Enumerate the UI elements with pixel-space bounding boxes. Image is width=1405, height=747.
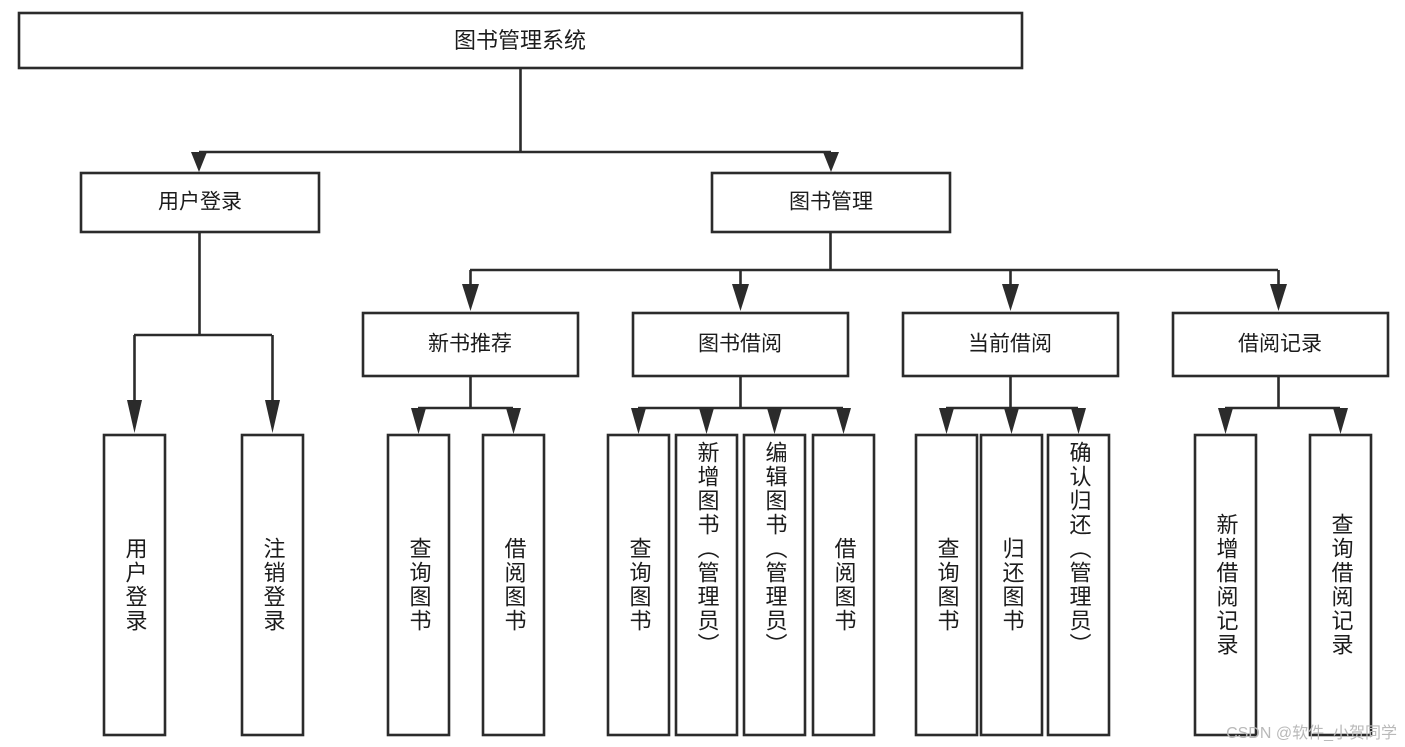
node-leaf-borrow-book-1[interactable] — [481, 433, 546, 737]
node-book-borrow[interactable]: 图书借阅 — [631, 311, 850, 378]
arrowhead-leaf-add-record — [1218, 408, 1233, 434]
connector-group — [127, 68, 1348, 434]
node-leaf-user-login[interactable] — [102, 433, 167, 737]
node-leaf-confirm-return[interactable] — [1046, 433, 1111, 737]
arrowhead-leaf-query-book-3 — [939, 408, 954, 434]
node-leaf-return-book[interactable] — [979, 433, 1044, 737]
arrowhead-leaf-edit-book — [767, 408, 782, 434]
node-new-book-rec-label: 新书推荐 — [428, 333, 512, 356]
node-book-borrow-label: 图书借阅 — [698, 333, 782, 356]
node-leaf-query-book-1[interactable] — [386, 433, 451, 737]
node-book-manage[interactable]: 图书管理 — [710, 171, 952, 234]
node-current-borrow-label: 当前借阅 — [968, 333, 1052, 356]
arrowhead-new-book-rec — [462, 284, 479, 311]
node-new-book-rec[interactable]: 新书推荐 — [361, 311, 580, 378]
arrowhead-leaf-borrow-book-2 — [836, 408, 851, 434]
node-root-label: 图书管理系统 — [454, 28, 586, 53]
node-current-borrow[interactable]: 当前借阅 — [901, 311, 1120, 378]
arrowhead-leaf-logout-login — [265, 400, 280, 433]
node-book-manage-label: 图书管理 — [789, 191, 873, 214]
node-leaf-query-book-2[interactable] — [606, 433, 671, 737]
arrowhead-current-borrow — [1002, 284, 1019, 311]
arrowhead-leaf-user-login — [127, 400, 142, 433]
arrowhead-leaf-query-record — [1333, 408, 1348, 434]
arrowhead-leaf-confirm-return — [1071, 408, 1086, 434]
arrowhead-leaf-add-book — [699, 408, 714, 434]
arrowhead-leaf-query-book-2 — [631, 408, 646, 434]
node-user-login-label: 用户登录 — [158, 191, 242, 214]
node-borrow-record-label: 借阅记录 — [1238, 333, 1322, 356]
node-user-login[interactable]: 用户登录 — [79, 171, 321, 234]
node-leaf-borrow-book-2[interactable] — [811, 433, 876, 737]
arrowhead-leaf-borrow-book-1 — [506, 408, 521, 434]
arrowhead-book-borrow — [732, 284, 749, 311]
node-root[interactable]: 图书管理系统 — [17, 11, 1024, 70]
node-leaf-query-book-3[interactable] — [914, 433, 979, 737]
arrowhead-leaf-query-book-1 — [411, 408, 426, 434]
node-leaf-logout-login[interactable] — [240, 433, 305, 737]
node-leaf-add-book[interactable] — [674, 433, 739, 737]
arrowhead-book-manage — [823, 152, 839, 172]
csdn-watermark: CSDN @软件_小贺同学 — [1226, 725, 1397, 742]
node-leaf-add-record[interactable] — [1193, 433, 1258, 737]
node-leaf-edit-book[interactable] — [742, 433, 807, 737]
node-leaf-query-record[interactable] — [1308, 433, 1373, 737]
arrowhead-borrow-record — [1270, 284, 1287, 311]
node-borrow-record[interactable]: 借阅记录 — [1171, 311, 1390, 378]
arrowhead-leaf-return-book — [1004, 408, 1019, 434]
arrowhead-user-login — [191, 152, 207, 172]
